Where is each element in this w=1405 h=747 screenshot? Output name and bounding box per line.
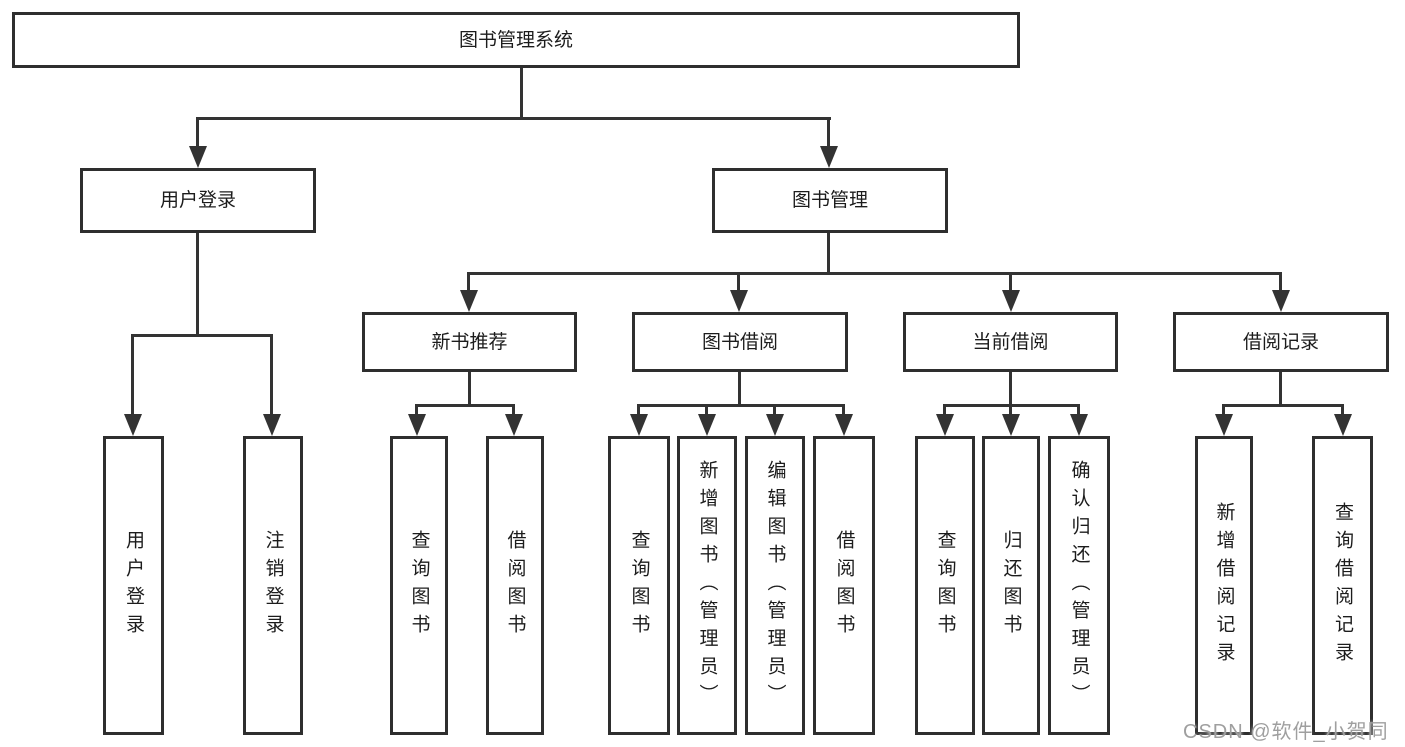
node-book-management: 图书管理 bbox=[712, 168, 948, 233]
node-new-book-recommend: 新书推荐 bbox=[362, 312, 577, 372]
connector-line bbox=[415, 404, 515, 407]
connector-line bbox=[1222, 404, 1343, 407]
arrowhead-icon bbox=[189, 146, 207, 168]
connector-line bbox=[827, 233, 830, 274]
connector-line bbox=[196, 117, 831, 120]
arrowhead-icon bbox=[124, 414, 142, 436]
arrowhead-icon bbox=[1002, 414, 1020, 436]
arrowhead-icon bbox=[730, 290, 748, 312]
connector-line bbox=[196, 233, 199, 336]
connector-line bbox=[1222, 404, 1225, 416]
connector-line bbox=[1279, 272, 1282, 292]
leaf-query-books-recommend: 查询图书 bbox=[390, 436, 448, 735]
node-current-borrowing: 当前借阅 bbox=[903, 312, 1118, 372]
connector-line bbox=[520, 68, 523, 118]
arrowhead-icon bbox=[460, 290, 478, 312]
leaf-query-books-borrowing: 查询图书 bbox=[608, 436, 670, 735]
connector-line bbox=[738, 372, 741, 406]
arrowhead-icon bbox=[1272, 290, 1290, 312]
node-user-login: 用户登录 bbox=[80, 168, 316, 233]
arrowhead-icon bbox=[698, 414, 716, 436]
connector-line bbox=[512, 404, 515, 416]
connector-line bbox=[1077, 404, 1080, 416]
connector-line bbox=[131, 334, 273, 337]
leaf-add-books-admin: 新增图书（管理员） bbox=[677, 436, 737, 735]
arrowhead-icon bbox=[1002, 290, 1020, 312]
connector-line bbox=[827, 117, 830, 148]
connector-line bbox=[705, 404, 708, 416]
leaf-borrow-books: 借阅图书 bbox=[813, 436, 875, 735]
arrowhead-icon bbox=[835, 414, 853, 436]
arrowhead-icon bbox=[820, 146, 838, 168]
arrowhead-icon bbox=[766, 414, 784, 436]
leaf-query-books-current: 查询图书 bbox=[915, 436, 975, 735]
leaf-edit-books-admin: 编辑图书（管理员） bbox=[745, 436, 805, 735]
connector-line bbox=[737, 272, 740, 292]
connector-line bbox=[468, 372, 471, 406]
arrowhead-icon bbox=[505, 414, 523, 436]
node-library-management-system: 图书管理系统 bbox=[12, 12, 1020, 68]
connector-line bbox=[637, 404, 845, 407]
node-book-borrowing: 图书借阅 bbox=[632, 312, 848, 372]
arrowhead-icon bbox=[1215, 414, 1233, 436]
connector-line bbox=[270, 334, 273, 415]
leaf-add-borrow-record: 新增借阅记录 bbox=[1195, 436, 1253, 735]
node-borrow-records: 借阅记录 bbox=[1173, 312, 1389, 372]
arrowhead-icon bbox=[1070, 414, 1088, 436]
connector-line bbox=[1009, 404, 1012, 416]
arrowhead-icon bbox=[630, 414, 648, 436]
connector-line bbox=[1009, 372, 1012, 406]
leaf-query-borrow-record: 查询借阅记录 bbox=[1312, 436, 1373, 735]
leaf-borrow-books-recommend: 借阅图书 bbox=[486, 436, 544, 735]
connector-line bbox=[196, 117, 199, 148]
arrowhead-icon bbox=[936, 414, 954, 436]
arrowhead-icon bbox=[263, 414, 281, 436]
connector-line bbox=[467, 272, 470, 292]
connector-line bbox=[1279, 372, 1282, 406]
connector-line bbox=[1341, 404, 1344, 416]
connector-line bbox=[415, 404, 418, 416]
leaf-logout: 注销登录 bbox=[243, 436, 303, 735]
watermark: CSDN @软件_小贺同学 bbox=[1183, 721, 1389, 743]
leaf-return-books: 归还图书 bbox=[982, 436, 1040, 735]
connector-line bbox=[467, 272, 1281, 275]
arrowhead-icon bbox=[408, 414, 426, 436]
connector-line bbox=[131, 334, 134, 415]
connector-line bbox=[773, 404, 776, 416]
connector-line bbox=[1009, 272, 1012, 292]
connector-line bbox=[842, 404, 845, 416]
connector-line bbox=[943, 404, 946, 416]
arrowhead-icon bbox=[1334, 414, 1352, 436]
leaf-confirm-return-admin: 确认归还（管理员） bbox=[1048, 436, 1110, 735]
leaf-user-login: 用户登录 bbox=[103, 436, 164, 735]
connector-line bbox=[637, 404, 640, 416]
